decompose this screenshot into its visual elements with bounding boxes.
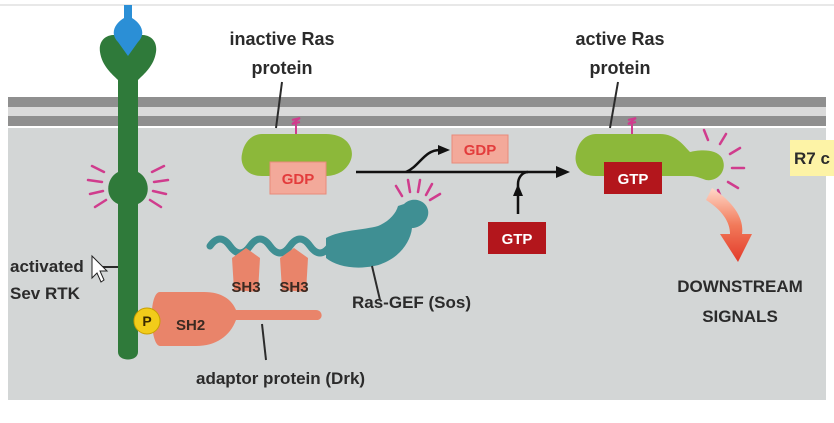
sos-catalytic-domain — [326, 199, 429, 268]
sh2-label: SH2 — [176, 317, 205, 334]
r7-partial-badge: R7 c — [790, 140, 834, 176]
active-ras-label-line1: active Ras — [575, 29, 664, 49]
cell-membrane — [8, 97, 826, 126]
lipid-anchor-icon — [291, 117, 301, 125]
inactive-ras-label-line2: protein — [252, 58, 313, 78]
gtp-incoming-tag: GTP — [488, 222, 546, 254]
active-ras-label-line2: protein — [590, 58, 651, 78]
sos-coil-domain — [206, 235, 334, 257]
adaptor-backbone-sh2 — [151, 292, 322, 346]
bottom-margin — [0, 400, 834, 418]
r7-partial-label: R7 c — [794, 149, 830, 168]
sh3-left-label: SH3 — [231, 279, 260, 296]
ligand-blue-icon — [113, 5, 143, 56]
downstream-label-line2: SIGNALS — [702, 307, 778, 326]
ras-gef-label: Ras-GEF (Sos) — [352, 293, 471, 312]
adaptor-label: adaptor protein (Drk) — [196, 369, 365, 388]
ras-gef-sos-protein — [206, 199, 429, 268]
mouse-cursor-icon — [91, 254, 109, 283]
downstream-label-line1: DOWNSTREAM — [677, 277, 803, 296]
active-ras-leader-line — [609, 81, 619, 129]
phosphate-marker: P — [133, 307, 161, 335]
gdp-bound-label: GDP — [282, 171, 315, 188]
activated-label-line2: Sev RTK — [10, 284, 81, 303]
sh3-domain-left — [232, 248, 260, 292]
gtp-entry-arrow — [516, 170, 529, 214]
sh3-right-label: SH3 — [279, 279, 308, 296]
exchange-reaction-arrows — [356, 145, 570, 214]
activation-marks-receptor — [86, 164, 170, 209]
ras-gef-leader-line — [371, 265, 381, 301]
inactive-ras-label-line1: inactive Ras — [229, 29, 334, 49]
activated-label-line1: activated — [10, 257, 84, 276]
active-lipid-anchor-icon — [627, 117, 637, 125]
phosphate-label: P — [142, 313, 151, 329]
gtp-incoming-label: GTP — [502, 231, 533, 248]
adaptor-protein-drk — [151, 248, 322, 346]
sh3-domain-right — [280, 248, 308, 292]
activation-marks-sos — [394, 178, 442, 202]
receptor-ligand-binding-arms — [99, 34, 157, 360]
gdp-bound-tag: GDP — [269, 161, 327, 195]
gtp-bound-tag: GTP — [604, 162, 662, 194]
gdp-released-label: GDP — [464, 142, 497, 159]
gdp-released-tag: GDP — [451, 134, 509, 164]
inactive-ras-leader-line — [275, 81, 283, 129]
sev-rtk-receptor — [99, 5, 157, 360]
adaptor-leader-line — [261, 323, 267, 361]
gdp-release-arrow — [405, 148, 441, 174]
gtp-bound-label: GTP — [618, 171, 649, 188]
downstream-signal-arrow — [706, 188, 752, 262]
